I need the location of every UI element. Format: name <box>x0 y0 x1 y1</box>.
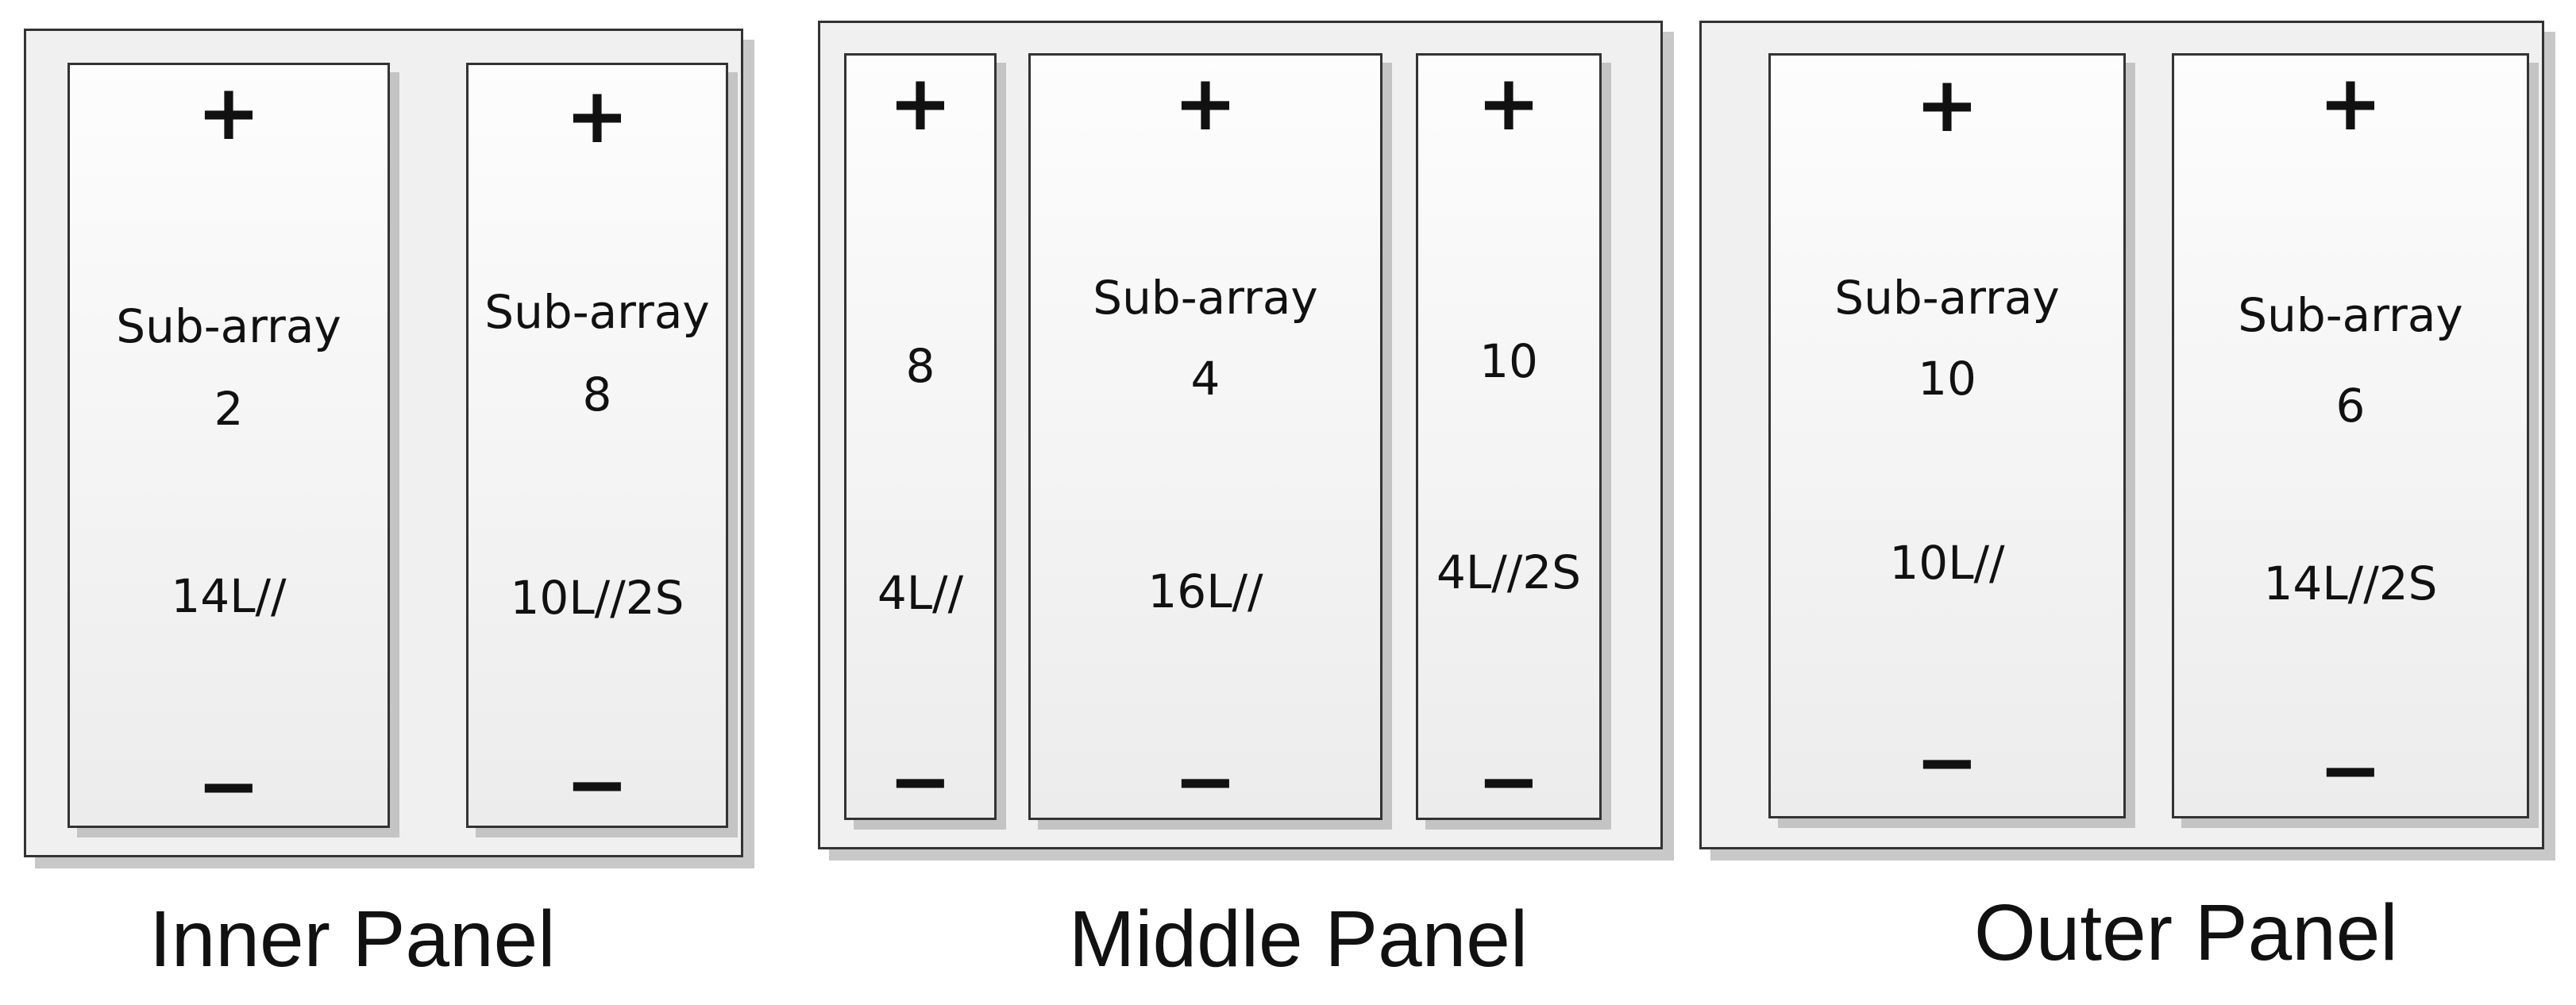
sub-array-config: 14L//2S <box>2263 556 2438 610</box>
sub-array-label: Sub-array <box>2238 288 2463 342</box>
sub-array-config: 4L//2S <box>1436 545 1581 599</box>
negative-terminal: − <box>565 740 630 829</box>
negative-terminal: − <box>2318 726 2383 814</box>
sub-array-label: Sub-array <box>116 299 341 353</box>
sub-array-number: 2 <box>214 382 244 436</box>
middle-panel-title: Middle Panel <box>1069 895 1529 984</box>
positive-terminal: + <box>1173 59 1238 148</box>
sub-array-number: 10 <box>1918 352 1976 406</box>
sub-array-config: 10L// <box>1889 536 2005 590</box>
sub-array-label: Sub-array <box>484 285 710 339</box>
negative-terminal: − <box>1476 737 1541 826</box>
sub-array-number: 8 <box>905 339 935 393</box>
sub-array-2: + Sub-array 2 14L// − <box>67 63 390 828</box>
sub-array-8: + Sub-array 8 10L//2S − <box>466 63 728 828</box>
positive-terminal: + <box>1476 59 1541 148</box>
inner-panel-title: Inner Panel <box>149 895 556 984</box>
negative-terminal: − <box>196 741 261 830</box>
sub-array-config: 14L// <box>171 569 287 623</box>
sub-array-number: 6 <box>2335 379 2366 433</box>
sub-array-10-mid: + 10 4L//2S − <box>1416 53 1602 820</box>
positive-terminal: + <box>1915 60 1980 149</box>
negative-terminal: − <box>888 737 953 826</box>
sub-array-number: 8 <box>582 368 612 422</box>
sub-array-label: Sub-array <box>1834 271 2060 325</box>
sub-array-8-mid: + 8 4L// − <box>844 53 997 820</box>
positive-terminal: + <box>196 68 261 157</box>
inner-panel: + Sub-array 2 14L// − + Sub-array 8 10L/… <box>24 29 743 857</box>
positive-terminal: + <box>2318 59 2383 148</box>
sub-array-6: + Sub-array 6 14L//2S − <box>2172 53 2529 818</box>
sub-array-config: 16L// <box>1147 564 1263 618</box>
sub-array-config: 10L//2S <box>510 571 684 625</box>
negative-terminal: − <box>1915 718 1980 807</box>
sub-array-10: + Sub-array 10 10L// − <box>1768 53 2126 818</box>
sub-array-label: Sub-array <box>1093 271 1318 325</box>
sub-array-number: 4 <box>1190 352 1221 406</box>
outer-panel: + Sub-array 10 10L// − + Sub-array 6 14L… <box>1699 21 2544 849</box>
sub-array-4: + Sub-array 4 16L// − <box>1028 53 1382 820</box>
positive-terminal: + <box>565 71 630 160</box>
positive-terminal: + <box>888 59 953 148</box>
sub-array-config: 4L// <box>877 566 964 620</box>
middle-panel: + 8 4L// − + Sub-array 4 16L// − + 10 4L… <box>818 21 1663 849</box>
sub-array-number: 10 <box>1479 334 1538 388</box>
outer-panel-title: Outer Panel <box>1974 888 2398 977</box>
negative-terminal: − <box>1173 737 1238 826</box>
